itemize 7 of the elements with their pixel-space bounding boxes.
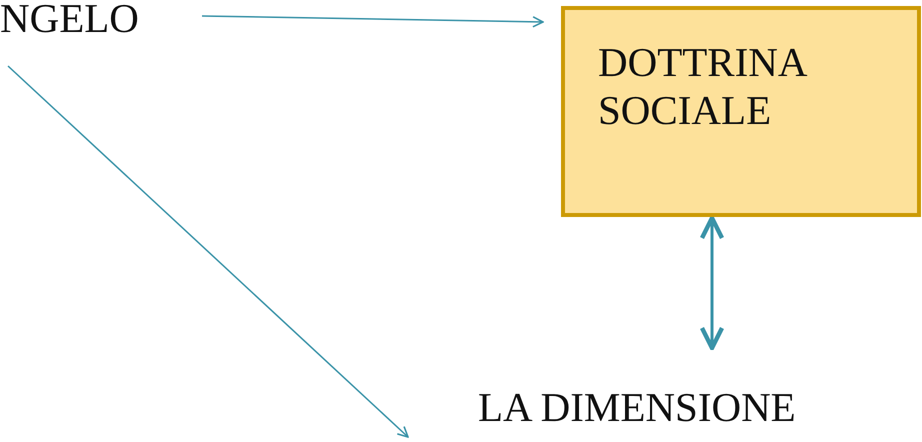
concept-label: NGELO [0,0,139,42]
concept-label: LA DIMENSIONE [478,383,796,431]
arrow [7,65,409,438]
double-arrow [700,216,724,350]
concept-box [561,6,921,217]
arrow [202,15,544,28]
concept-label: DOTTRINA SOCIALE [598,38,807,134]
